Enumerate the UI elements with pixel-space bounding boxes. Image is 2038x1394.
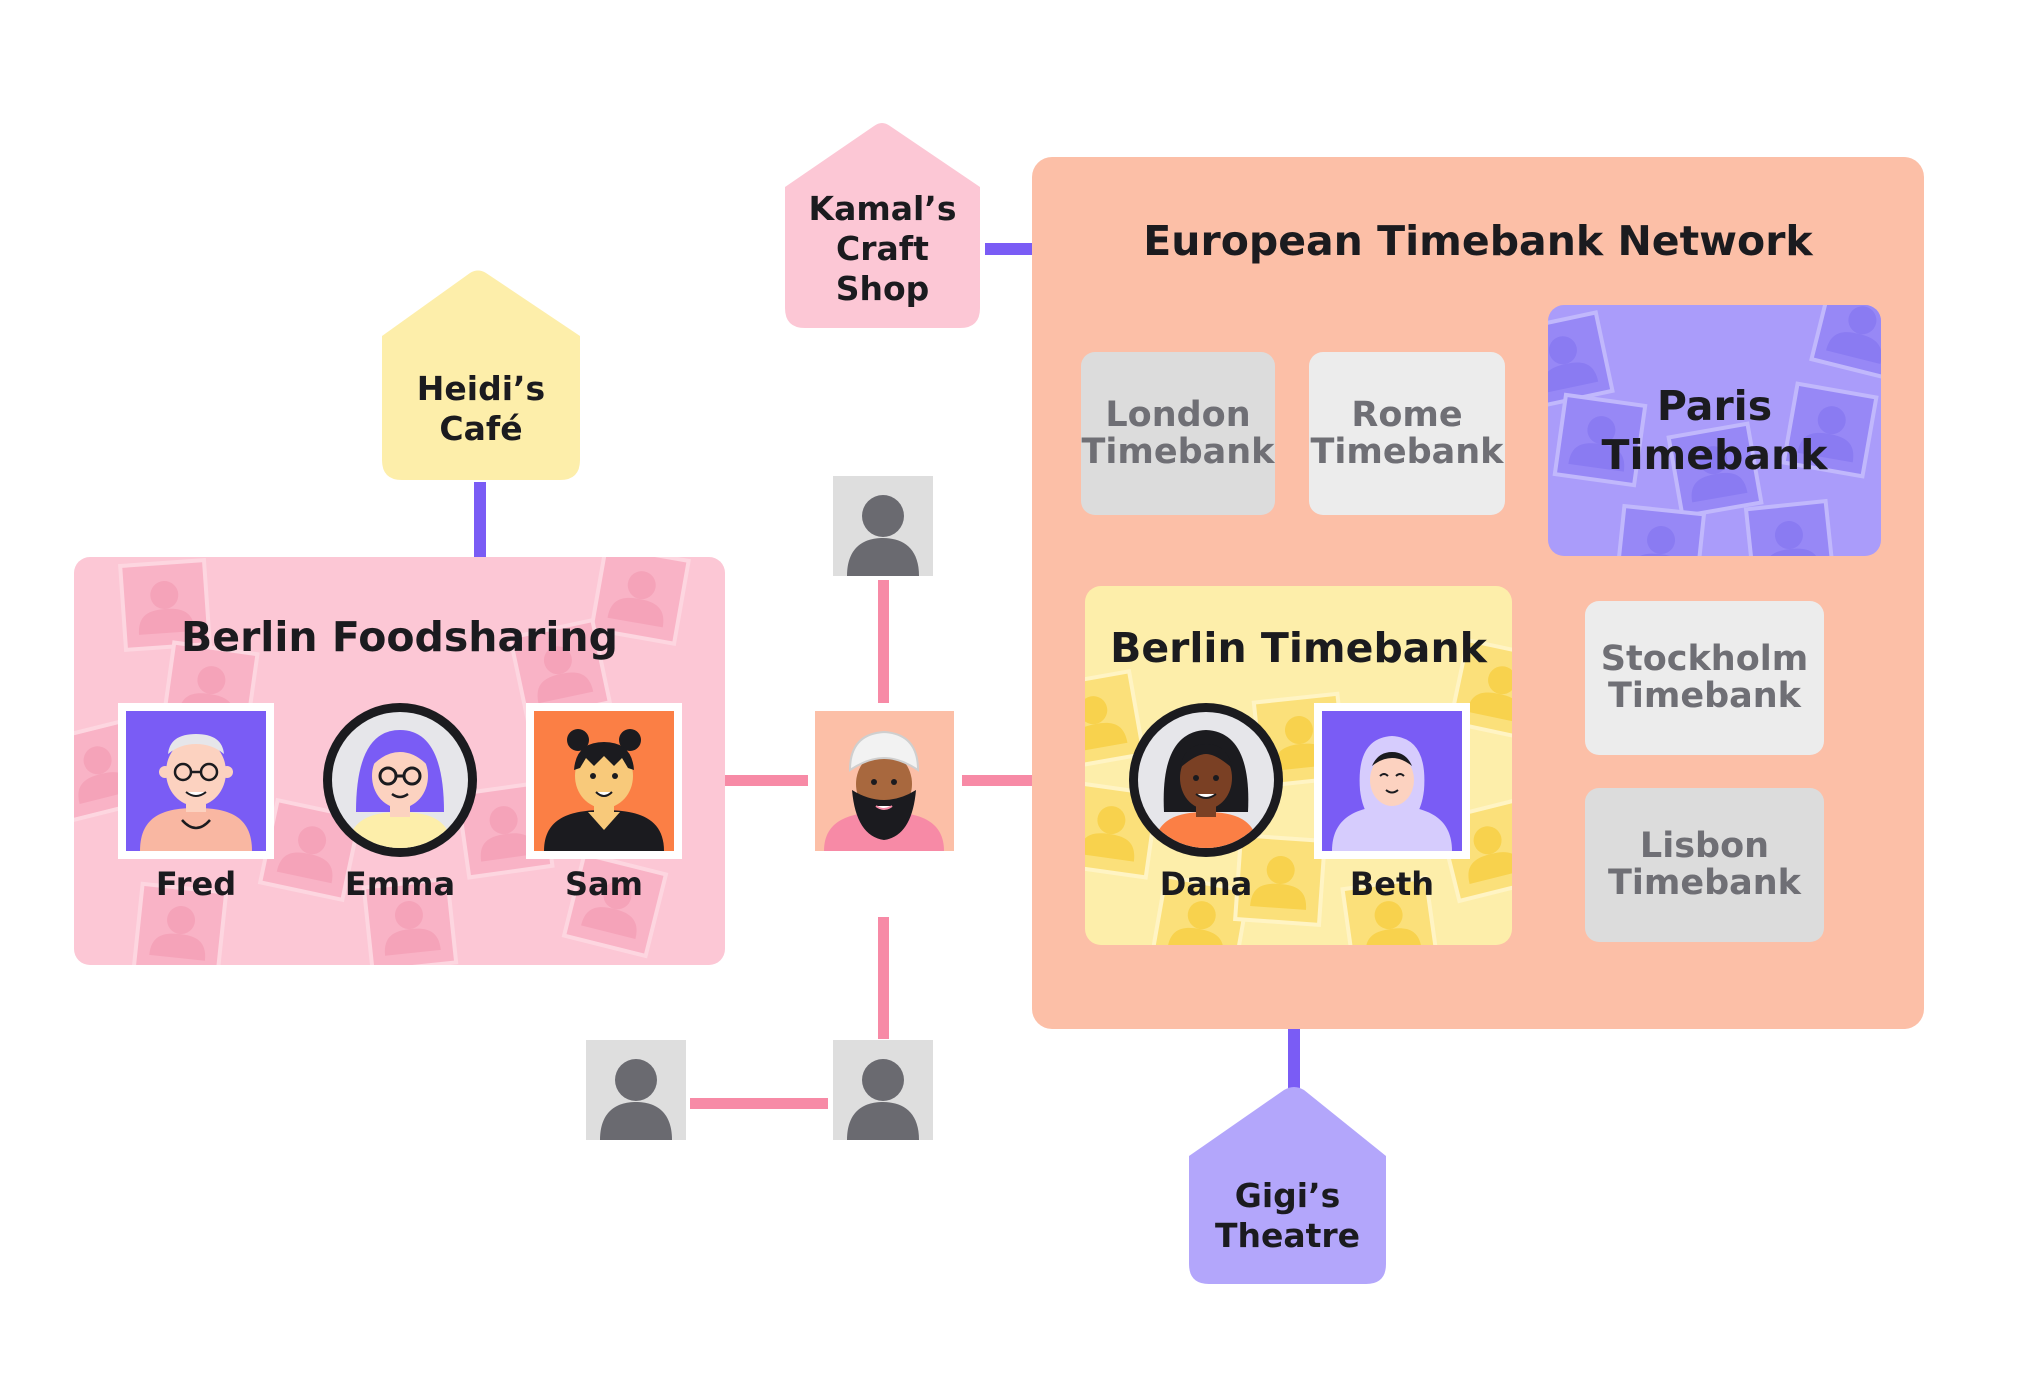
european-network-title: European Timebank Network: [1143, 217, 1813, 265]
person-silhouette-icon: [586, 1040, 686, 1140]
person-silhouette-icon: [833, 476, 933, 576]
avatar-hijab-woman-icon: [1314, 703, 1470, 859]
sam-center-connector: [682, 775, 808, 786]
member-name-emma: Emma: [344, 865, 456, 903]
top-silhouette-connector: [878, 580, 889, 703]
silhouette-pair-connector: [690, 1098, 828, 1109]
member-name-fred: Fred: [155, 865, 237, 903]
rome-timebank-box: [1309, 352, 1505, 515]
member-name-sam: Sam: [565, 865, 643, 903]
paris-pattern: [1548, 305, 1881, 556]
london-timebank-box: [1081, 352, 1275, 515]
heidi-cafe-shape: [382, 270, 580, 480]
kamal-craft-shop-shape: [785, 123, 980, 328]
stockholm-timebank-box: [1585, 601, 1824, 755]
person-silhouette-icon: [833, 1040, 933, 1140]
berlin-foodsharing-title: Berlin Foodsharing: [181, 613, 618, 661]
avatar-woman-icon: [1129, 703, 1283, 857]
london-timebank-label: London Timebank: [1081, 394, 1275, 472]
gigi-theatre-label: Gigi’s Theatre: [1214, 1176, 1361, 1255]
heidi-connector: [474, 482, 486, 560]
member-name-dana: Dana: [1159, 865, 1253, 903]
member-name-beth: Beth: [1349, 865, 1435, 903]
avatar-turban-man-icon: [815, 711, 954, 851]
berlin-timebank-pattern: [1085, 637, 1512, 945]
foodsharing-pattern: [74, 557, 691, 965]
heidi-cafe-label: Heidi’s Café: [416, 369, 546, 448]
gigi-theatre-shape: [1189, 1087, 1386, 1284]
rome-timebank-label: Rome Timebank: [1310, 394, 1504, 472]
stockholm-timebank-label: Stockholm Timebank: [1600, 639, 1809, 716]
kamal-connector: [985, 243, 1041, 255]
kamal-craft-shop-label: Kamal’s Craft Shop: [808, 189, 957, 308]
avatar-elderly-man-icon: [118, 703, 274, 859]
lisbon-timebank-label: Lisbon Timebank: [1608, 826, 1801, 903]
bottom-silhouette-connector: [878, 917, 889, 1039]
avatar-girl-buns-icon: [526, 703, 682, 859]
berlin-timebank-title: Berlin Timebank: [1110, 624, 1487, 672]
avatar-woman-glasses-icon: [323, 703, 477, 857]
paris-timebank-label: Paris Timebank: [1601, 382, 1828, 479]
lisbon-timebank-box: [1585, 788, 1824, 942]
